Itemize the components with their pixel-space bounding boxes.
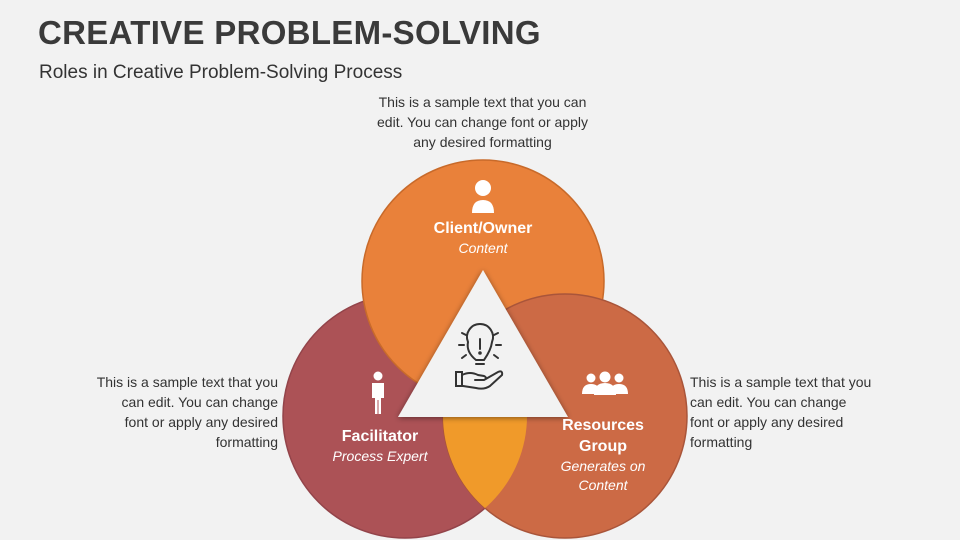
note-facilitator: This is a sample text that you can edit.…: [96, 374, 278, 450]
group-icon: [582, 371, 628, 395]
page-subtitle: Roles in Creative Problem-Solving Proces…: [39, 62, 403, 83]
role-facilitator-name: Facilitator: [341, 428, 419, 445]
role-facilitator-sub: Process Expert: [332, 448, 428, 464]
note-resources: This is a sample text that you can edit.…: [690, 374, 872, 450]
businessman-icon: [472, 180, 494, 213]
note-client: This is a sample text that you can edit.…: [377, 94, 588, 150]
page-title: CREATIVE PROBLEM-SOLVING: [38, 14, 541, 51]
role-facilitator: Facilitator Process Expert: [300, 426, 460, 466]
role-client-name: Client/Owner: [433, 220, 533, 237]
role-resources: Resources Group Generates on Content: [548, 415, 658, 495]
role-client: Client/Owner Content: [403, 218, 563, 258]
role-client-sub: Content: [458, 240, 508, 256]
role-resources-sub: Generates on Content: [560, 458, 646, 493]
lightbulb-hand-icon: [455, 323, 504, 390]
person-icon: [372, 371, 384, 414]
center-triangle: [398, 270, 568, 417]
role-resources-name: Resources Group: [562, 417, 644, 455]
